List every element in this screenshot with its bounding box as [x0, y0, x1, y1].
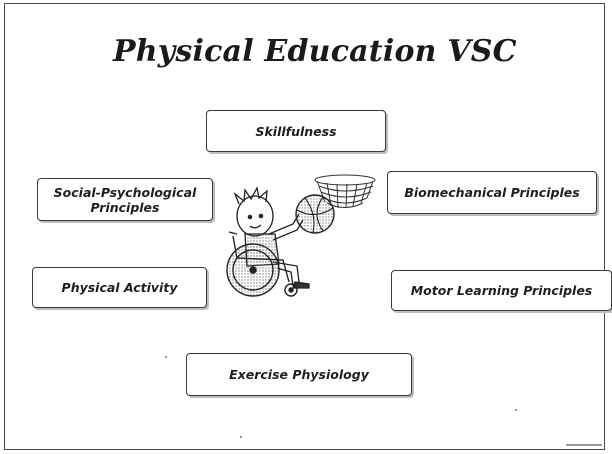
slide-title: Physical Education VSC: [113, 34, 517, 69]
topic-exercise-physiology: Exercise Physiology: [186, 353, 412, 396]
scan-speck: [240, 436, 242, 438]
scan-speck: [515, 409, 517, 411]
topic-skillfulness: Skillfulness: [206, 110, 386, 152]
wheelchair-icon: [226, 231, 298, 297]
basketball-hoop-icon: [314, 174, 376, 209]
topic-biomechanical-principles: Biomechanical Principles: [387, 171, 597, 214]
topic-social-psychological-principles: Social-Psychological Principles: [37, 178, 213, 221]
topic-physical-activity: Physical Activity: [32, 267, 207, 308]
slide: Physical Education VSC Skillfulness Soci…: [4, 3, 612, 450]
scan-speck: [165, 356, 167, 358]
basketball-icon: [295, 194, 335, 234]
topic-motor-learning-principles: Motor Learning Principles: [391, 270, 612, 311]
corner-mark: [566, 444, 602, 446]
wheelchair-basketball-clipart-icon: [217, 174, 387, 313]
